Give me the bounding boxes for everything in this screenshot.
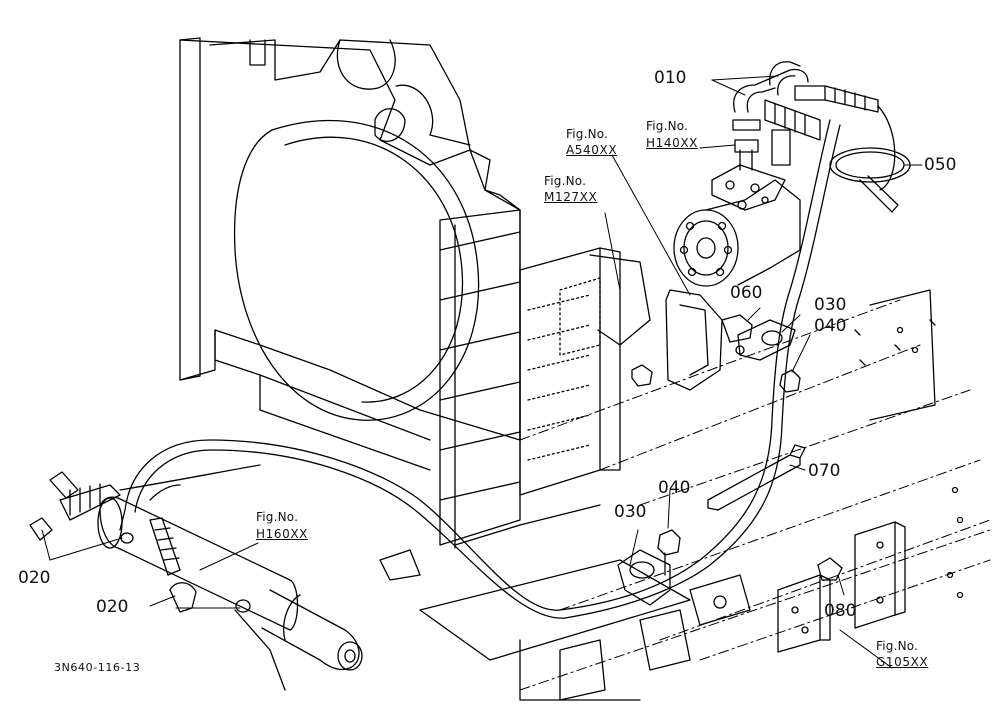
mounting-bracket-plate: [631, 289, 723, 391]
line-clamp-upper: [721, 314, 801, 393]
part-label-020-upper: 020: [18, 568, 51, 588]
part-label-030-lower: 030: [614, 502, 647, 522]
part-label-080: 080: [824, 601, 857, 621]
fig-ref-m127-label: Fig.No.: [544, 174, 587, 188]
leader-lines: [41, 75, 923, 669]
part-label-070: 070: [808, 461, 841, 481]
drawing-number: 3N640-116-13: [54, 661, 141, 674]
fig-ref-h140-code: H140XX: [646, 136, 698, 150]
fig-ref-a540-code: A540XX: [566, 143, 618, 157]
part-label-040-lower: 040: [658, 478, 691, 498]
lift-cylinder: [29, 471, 363, 691]
part-label-040-upper: 040: [814, 316, 847, 336]
fig-ref-g105-label: Fig.No.: [876, 639, 919, 653]
part-label-030-upper: 030: [814, 295, 847, 315]
steering-lines: [119, 119, 841, 619]
fig-ref-g105-code: G105XX: [876, 655, 929, 669]
fig-ref-h160-code: H160XX: [256, 527, 308, 541]
steering-pump: [673, 119, 801, 287]
fig-ref-a540-label: Fig.No.: [566, 127, 609, 141]
part-label-020-lower: 020: [96, 597, 129, 617]
fig-ref-h140-label: Fig.No.: [646, 119, 689, 133]
radiator-core: [439, 149, 601, 549]
part-label-050: 050: [924, 155, 957, 175]
fig-ref-h160-label: Fig.No.: [256, 510, 299, 524]
hose-fittings-010: [733, 61, 896, 191]
line-clamp-lower: [617, 529, 681, 606]
perforated-screen: [519, 247, 651, 496]
part-label-010: 010: [654, 68, 687, 88]
hose-clamp-050: [829, 147, 911, 213]
radiator-shroud: [179, 37, 521, 471]
bracket-070: [707, 444, 806, 511]
frame-members: [379, 289, 964, 701]
fig-ref-m127-code: M127XX: [544, 190, 598, 204]
part-label-060: 060: [730, 283, 763, 303]
